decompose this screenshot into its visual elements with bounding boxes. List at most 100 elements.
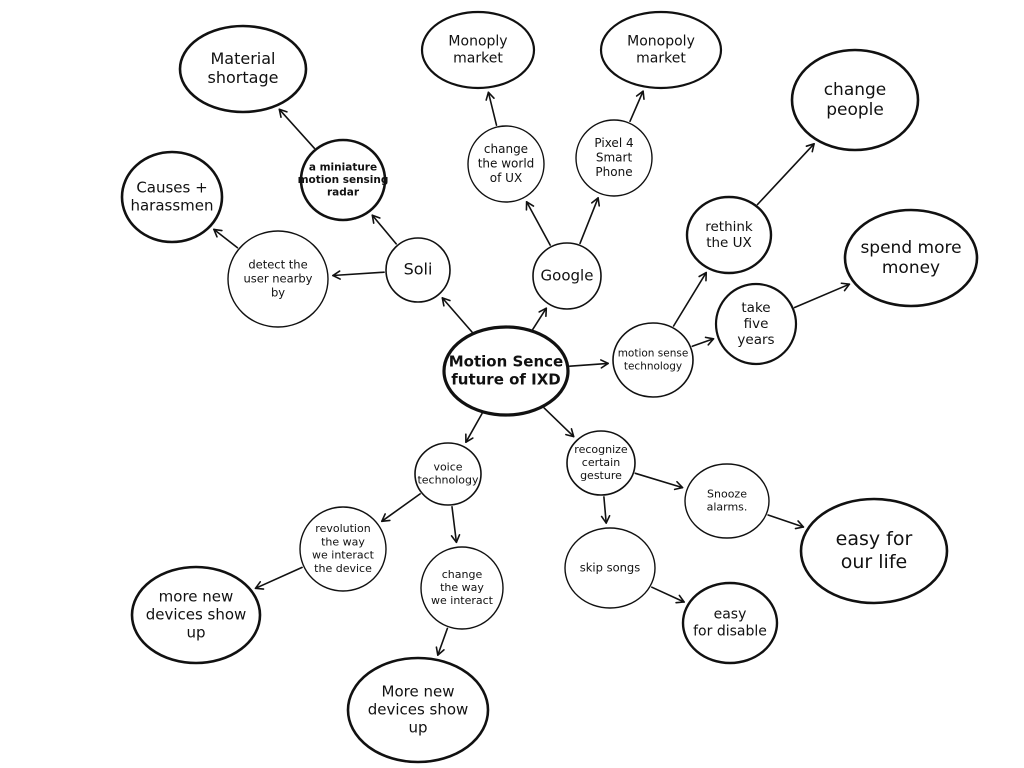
node-miniature-radar-label: a miniature (309, 161, 377, 173)
node-change-the-way-circle (420, 546, 504, 630)
node-rethink-ux-label: rethink (705, 219, 753, 235)
node-detect-user-label: user nearby (244, 272, 313, 286)
node-easy-for-disable-label: for disable (693, 623, 767, 639)
node-voice-tech-label: voice (433, 460, 462, 473)
node-soli: Soli (385, 237, 451, 303)
node-center-circle (442, 325, 570, 417)
node-more-devices-2-label: up (408, 719, 427, 737)
arrow-center-to-google (531, 307, 548, 331)
node-pixel4-label: Phone (595, 165, 632, 179)
arrow-soli-to-detect-user (332, 270, 385, 280)
node-more-devices-1-label: devices show (146, 606, 247, 624)
node-google-label: Google (541, 267, 594, 285)
node-voice-tech-circle (414, 442, 482, 506)
arrow-motion-sense-tech-to-rethink-ux (672, 271, 708, 327)
arrow-revolution-interact-to-more-devices-1 (254, 566, 303, 590)
node-change-the-way-label: we interact (431, 594, 494, 607)
arrow-center-to-recognize-gesture (543, 407, 575, 438)
arrow-center-to-motion-sense-tech (568, 359, 609, 369)
node-change-people-label: change (824, 80, 887, 100)
node-google: Google (532, 242, 602, 310)
node-detect-user-label: detect the (248, 258, 307, 272)
node-recognize-gesture-label: certain (582, 456, 620, 469)
node-miniature-radar-label: motion sensing (298, 174, 389, 186)
node-snooze-alarms-circle (684, 463, 770, 539)
node-take-five-years-circle (714, 282, 798, 366)
node-skip-songs-label: skip songs (580, 561, 640, 575)
node-recognize-gesture-circle (566, 430, 636, 496)
node-detect-user-label: by (271, 285, 285, 299)
node-more-devices-1-circle (130, 565, 262, 665)
node-revolution-interact-circle (299, 506, 387, 592)
node-voice-tech-label: technology (417, 474, 479, 487)
node-easy-for-life-label: easy for (836, 528, 913, 550)
node-detect-user-circle (227, 230, 329, 328)
node-more-devices-1-label: more new (159, 588, 234, 606)
node-monopoly-market-1-label: Monoply (448, 34, 507, 50)
node-skip-songs: skip songs (564, 527, 656, 609)
node-motion-sense-tech-circle (612, 322, 694, 398)
node-pixel4-label: Pixel 4 (594, 136, 633, 150)
arrow-center-to-voice-tech (465, 412, 483, 444)
arrow-miniature-radar-to-material-shortage (278, 108, 316, 149)
node-spend-more-money-circle (843, 208, 979, 308)
node-revolution-interact-label: revolution (315, 522, 370, 535)
node-change-people-circle (790, 48, 920, 152)
node-rethink-ux-circle (685, 195, 773, 275)
node-center-label: Motion Sence (449, 353, 563, 371)
arrow-take-five-years-to-spend-more-money (793, 282, 851, 309)
arrow-voice-tech-to-change-the-way (450, 505, 461, 544)
node-more-devices-2-circle (346, 656, 490, 764)
node-monopoly-market-2-label: market (636, 50, 686, 66)
arrow-snooze-alarms-to-easy-for-life (767, 514, 805, 530)
node-material-shortage-circle (178, 24, 308, 114)
node-more-devices-2-label: devices show (368, 701, 469, 719)
arrow-motion-sense-tech-to-take-five-years (691, 336, 715, 348)
arrow-soli-to-miniature-radar (371, 214, 398, 245)
node-monopoly-market-2-label: Monopoly (627, 34, 695, 50)
node-pixel4-label: Smart (596, 151, 633, 165)
node-causes-harassment-circle (120, 150, 224, 244)
node-revolution-interact-label: the way (321, 535, 365, 548)
node-google-circle (532, 242, 602, 310)
arrow-pixel4-to-monopoly-market-2 (629, 90, 645, 123)
arrow-rethink-ux-to-change-people (756, 143, 815, 206)
node-easy-for-disable-circle (681, 581, 779, 665)
arrow-change-world-ux-to-monopoly-market-1 (485, 91, 498, 126)
node-monopoly-market-1-label: market (453, 50, 503, 66)
connector-layer (213, 90, 851, 656)
arrow-google-to-change-world-ux (525, 201, 552, 246)
arrow-recognize-gesture-to-skip-songs (600, 496, 611, 524)
node-take-five-years-label: take (741, 300, 770, 316)
node-material-shortage-label: shortage (208, 68, 279, 87)
node-take-five-years-label: years (737, 332, 774, 348)
node-pixel4-circle (575, 119, 653, 197)
node-easy-for-disable-label: easy (714, 607, 747, 623)
node-spend-more-money-label: money (882, 258, 940, 278)
node-motion-sense-tech-label: motion sense (618, 348, 689, 360)
arrow-center-to-soli (441, 297, 473, 333)
node-material-shortage-label: Material (211, 49, 276, 68)
node-causes-harassment-label: Causes + (136, 179, 207, 197)
arrow-google-to-pixel4 (579, 197, 601, 245)
node-motion-sense-tech-label: technology (624, 360, 682, 372)
arrow-change-the-way-to-more-devices-2 (435, 627, 449, 656)
arrow-skip-songs-to-easy-for-disable (650, 586, 685, 604)
node-easy-for-life-circle (799, 497, 949, 605)
